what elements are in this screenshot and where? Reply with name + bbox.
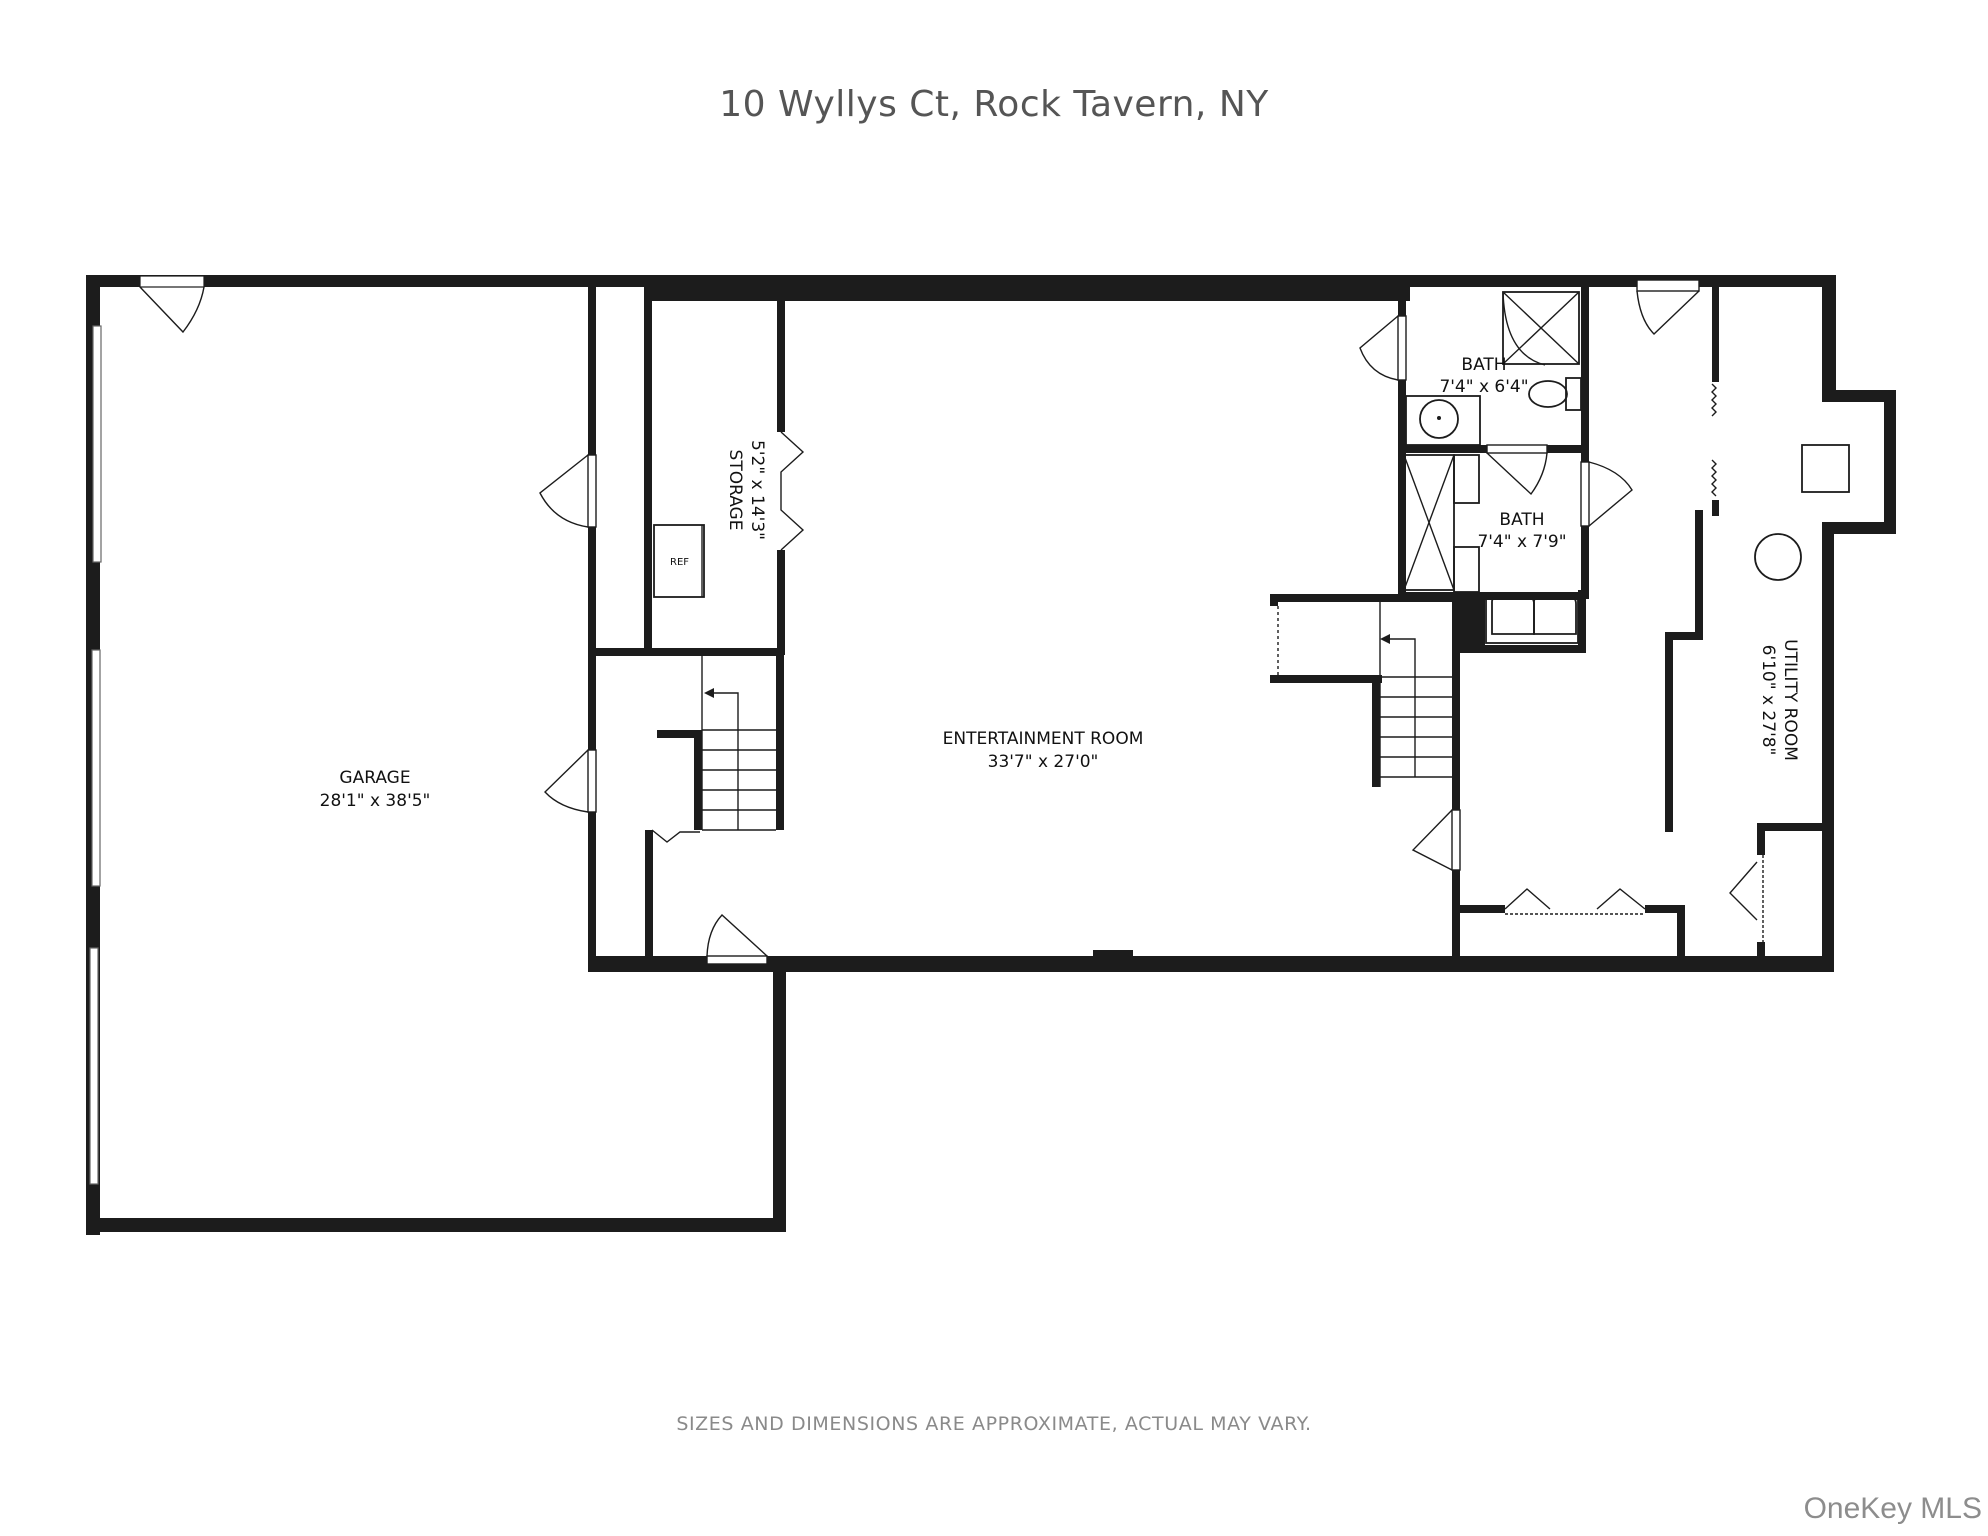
room-label-storage: STORAGE 5'2" x 14'3" (725, 440, 767, 540)
svg-text:33'7" x 27'0": 33'7" x 27'0" (988, 752, 1099, 772)
shower-lower (1403, 454, 1480, 593)
toilet (1528, 377, 1582, 411)
room-label-bath-upper: BATH 7'4" x 6'4" (1439, 355, 1528, 397)
svg-text:7'4" x 7'9": 7'4" x 7'9" (1477, 532, 1566, 552)
room-label-utility: UTILITY ROOM 6'10" x 27'8" (1758, 639, 1800, 761)
doors (539, 279, 1764, 965)
stairs-left (701, 656, 776, 831)
svg-text:28'1" x 38'5": 28'1" x 38'5" (320, 791, 431, 811)
svg-text:BATH: BATH (1499, 510, 1544, 530)
disclaimer-text: SIZES AND DIMENSIONS ARE APPROXIMATE, AC… (676, 1413, 1312, 1435)
room-label-garage: GARAGE 28'1" x 38'5" (320, 768, 431, 811)
interior-walls (588, 287, 1829, 972)
svg-text:REF: REF (670, 557, 689, 568)
room-label-entertainment: ENTERTAINMENT ROOM 33'7" x 27'0" (943, 729, 1144, 772)
room-label-bath-lower: BATH 7'4" x 7'9" (1477, 510, 1566, 552)
svg-text:7'4" x 6'4": 7'4" x 6'4" (1439, 377, 1528, 397)
mls-watermark: OneKey MLS (1803, 1492, 1982, 1525)
svg-text:6'10" x 27'8": 6'10" x 27'8" (1758, 645, 1778, 756)
svg-text:5'2" x 14'3": 5'2" x 14'3" (747, 440, 767, 540)
svg-text:UTILITY ROOM: UTILITY ROOM (1780, 639, 1800, 761)
svg-text:STORAGE: STORAGE (725, 450, 745, 531)
garage-top-door (139, 275, 205, 334)
stairs-right (1277, 602, 1452, 787)
garage-window (89, 947, 99, 1185)
shower-upper (1502, 291, 1580, 366)
double-sink (1485, 592, 1579, 644)
garage-window (92, 325, 102, 563)
refrigerator: REF (653, 524, 705, 598)
svg-text:GARAGE: GARAGE (339, 768, 410, 788)
plan-title: 10 Wyllys Ct, Rock Tavern, NY (719, 84, 1269, 125)
utility-equipment (1754, 444, 1850, 581)
svg-text:BATH: BATH (1461, 355, 1506, 375)
exterior-walls (86, 275, 1896, 1235)
garage-window (91, 649, 101, 887)
bath-sink-upper (1405, 395, 1481, 446)
svg-text:ENTERTAINMENT ROOM: ENTERTAINMENT ROOM (943, 729, 1144, 749)
